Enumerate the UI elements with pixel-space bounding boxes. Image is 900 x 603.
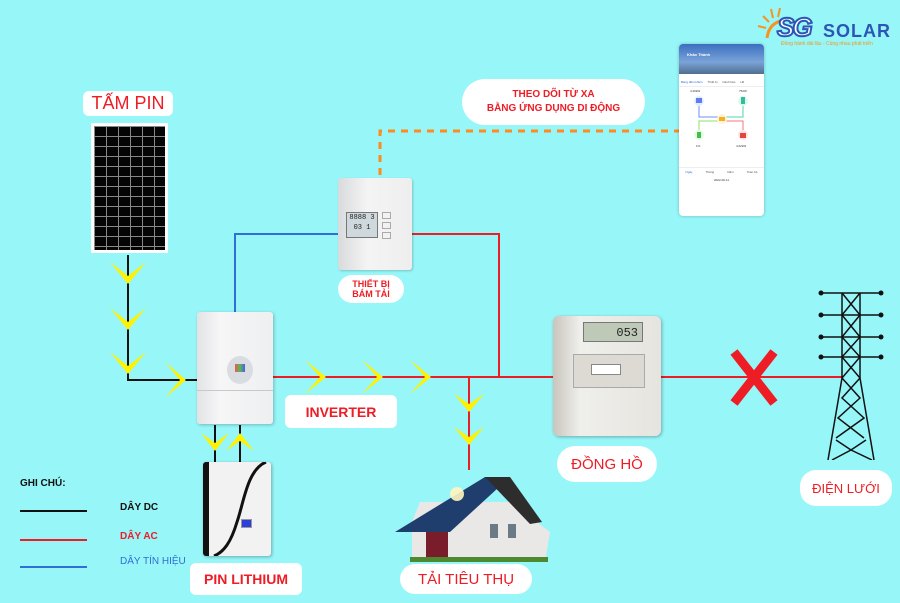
arrow-right	[362, 360, 383, 394]
ac-wire-tracker	[410, 233, 500, 377]
label-meter: ĐỒNG HỒ	[557, 446, 657, 482]
legend-line-signal	[20, 566, 87, 568]
hybrid-inverter	[197, 312, 273, 424]
app-tab: Hồ	[740, 80, 745, 84]
label-remote-monitoring: THEO DÕI TỪ XA BẰNG ỨNG DỤNG DI ĐỘNG	[462, 79, 645, 125]
sg-solar-logo: SG SOLAR Đồng hành dài lâu - Cùng nhau p…	[755, 4, 900, 50]
arrow-down	[454, 394, 484, 412]
battery-screen	[241, 519, 252, 528]
dc-wire-panel	[127, 255, 198, 381]
utility-meter: 053	[553, 316, 661, 436]
meter-lcd: 053	[583, 322, 643, 342]
sun-rays-icon	[757, 7, 781, 29]
inverter-icon	[719, 117, 725, 121]
label-load-tracker: THIẾT BỊ BÁM TẢI	[338, 275, 404, 303]
app-period-tabs: Ngày Tháng Năm Toàn bộ	[679, 167, 764, 174]
inverter-display	[227, 356, 253, 384]
sun-glare-icon	[450, 487, 464, 501]
app-tab: Bảng điều khiển	[681, 80, 703, 84]
app-tab: Cảnh báo	[722, 80, 736, 84]
arrow-down	[110, 262, 146, 284]
label-grid: ĐIỆN LƯỚI	[800, 470, 892, 506]
power-pylon-icon	[818, 290, 884, 460]
app-tabs: Bảng điều khiển Thiết bị Cảnh báo Hồ	[679, 74, 764, 87]
label-battery: PIN LITHIUM	[190, 563, 302, 595]
solar-roof	[395, 477, 510, 532]
logo-mark: SG	[776, 11, 814, 43]
load-tracker-device: 8888 3 03 1	[338, 178, 412, 270]
solar-panel-image	[91, 123, 168, 253]
legend-label-ac: DÂY AC	[120, 531, 158, 542]
legend-label-signal: DÂY TÍN HIỆU	[120, 556, 186, 567]
label-inverter: INVERTER	[285, 395, 397, 428]
app-header-banner: Khảo Thành	[679, 44, 764, 74]
arrow-right	[305, 360, 326, 394]
legend-line-dc	[20, 510, 87, 512]
legend-label-dc: DÂY DC	[120, 502, 159, 513]
pv-icon	[696, 98, 702, 103]
label-load: TẢI TIÊU THỤ	[400, 564, 532, 594]
arrow-up	[226, 433, 254, 451]
flow-arrows	[110, 262, 484, 451]
app-date: 2022-06-11	[713, 178, 730, 182]
wifi-signal-line	[378, 129, 680, 175]
arrow-down	[454, 427, 484, 445]
app-energy-flow: 4.29kW 752W 1% 4.62kW	[690, 89, 748, 148]
app-tab: Thiết bị	[707, 80, 718, 84]
logo-tagline: Đồng hành dài lâu - Cùng nhau phát triển	[781, 41, 873, 47]
arrow-down	[201, 433, 229, 451]
logo-text: SOLAR	[823, 21, 891, 41]
legend-line-ac	[20, 539, 87, 541]
house-load	[390, 462, 550, 562]
tracker-screen: 8888 3 03 1	[346, 212, 378, 238]
battery-value: 1%	[696, 144, 701, 148]
grid-disconnected-x-icon	[730, 349, 778, 406]
grid-icon	[741, 97, 745, 104]
app-title: Khảo Thành	[687, 52, 711, 57]
solar-cells-grid	[94, 126, 165, 250]
legend-title: GHI CHÚ:	[20, 478, 66, 489]
arrow-right	[410, 360, 431, 394]
arrow-right	[165, 362, 186, 398]
signal-wire	[234, 233, 338, 312]
load-value: 4.62kW	[736, 144, 746, 148]
arrow-down	[110, 308, 146, 330]
grid-value: 752W	[739, 89, 747, 93]
arrow-down	[110, 352, 146, 374]
lithium-battery	[203, 462, 271, 556]
home-icon	[740, 133, 746, 138]
label-solar-panel: TẤM PIN	[83, 91, 173, 116]
battery-icon	[697, 132, 701, 138]
pv-value: 4.29kW	[690, 89, 700, 93]
mobile-app-screenshot: Khảo Thành Bảng điều khiển Thiết bị Cảnh…	[679, 44, 764, 216]
